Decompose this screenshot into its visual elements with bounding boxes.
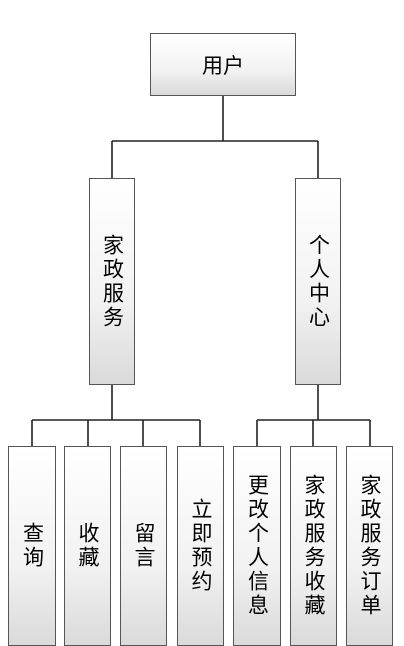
- node-root-label: 用户: [202, 53, 244, 78]
- node-leaf-query: 查询: [8, 446, 56, 646]
- node-leaf-message: 留言: [120, 446, 167, 646]
- node-root-user: 用户: [150, 33, 296, 96]
- node-branch-home-service: 家政服务: [89, 178, 135, 385]
- node-branch-personal-center-label: 个人中心: [306, 233, 331, 330]
- diagram-connectors: [31, 96, 371, 446]
- node-leaf-favorite: 收藏: [64, 446, 111, 646]
- node-leaf-service-favorites-label: 家政服务收藏: [302, 474, 326, 618]
- node-branch-personal-center: 个人中心: [295, 178, 341, 385]
- node-leaf-book-now: 立即预约: [177, 446, 224, 646]
- node-leaf-query-label: 查询: [20, 522, 45, 570]
- node-branch-home-service-label: 家政服务: [100, 233, 125, 330]
- node-leaf-edit-personal-info-label: 更改个人信息: [245, 474, 270, 618]
- node-leaf-message-label: 留言: [132, 522, 156, 570]
- node-leaf-service-orders-label: 家政服务订单: [358, 474, 382, 618]
- node-leaf-edit-personal-info: 更改个人信息: [233, 446, 281, 646]
- node-leaf-service-favorites: 家政服务收藏: [290, 446, 337, 646]
- node-leaf-service-orders: 家政服务订单: [346, 446, 393, 646]
- node-leaf-book-now-label: 立即预约: [189, 498, 213, 594]
- node-leaf-favorite-label: 收藏: [76, 522, 100, 570]
